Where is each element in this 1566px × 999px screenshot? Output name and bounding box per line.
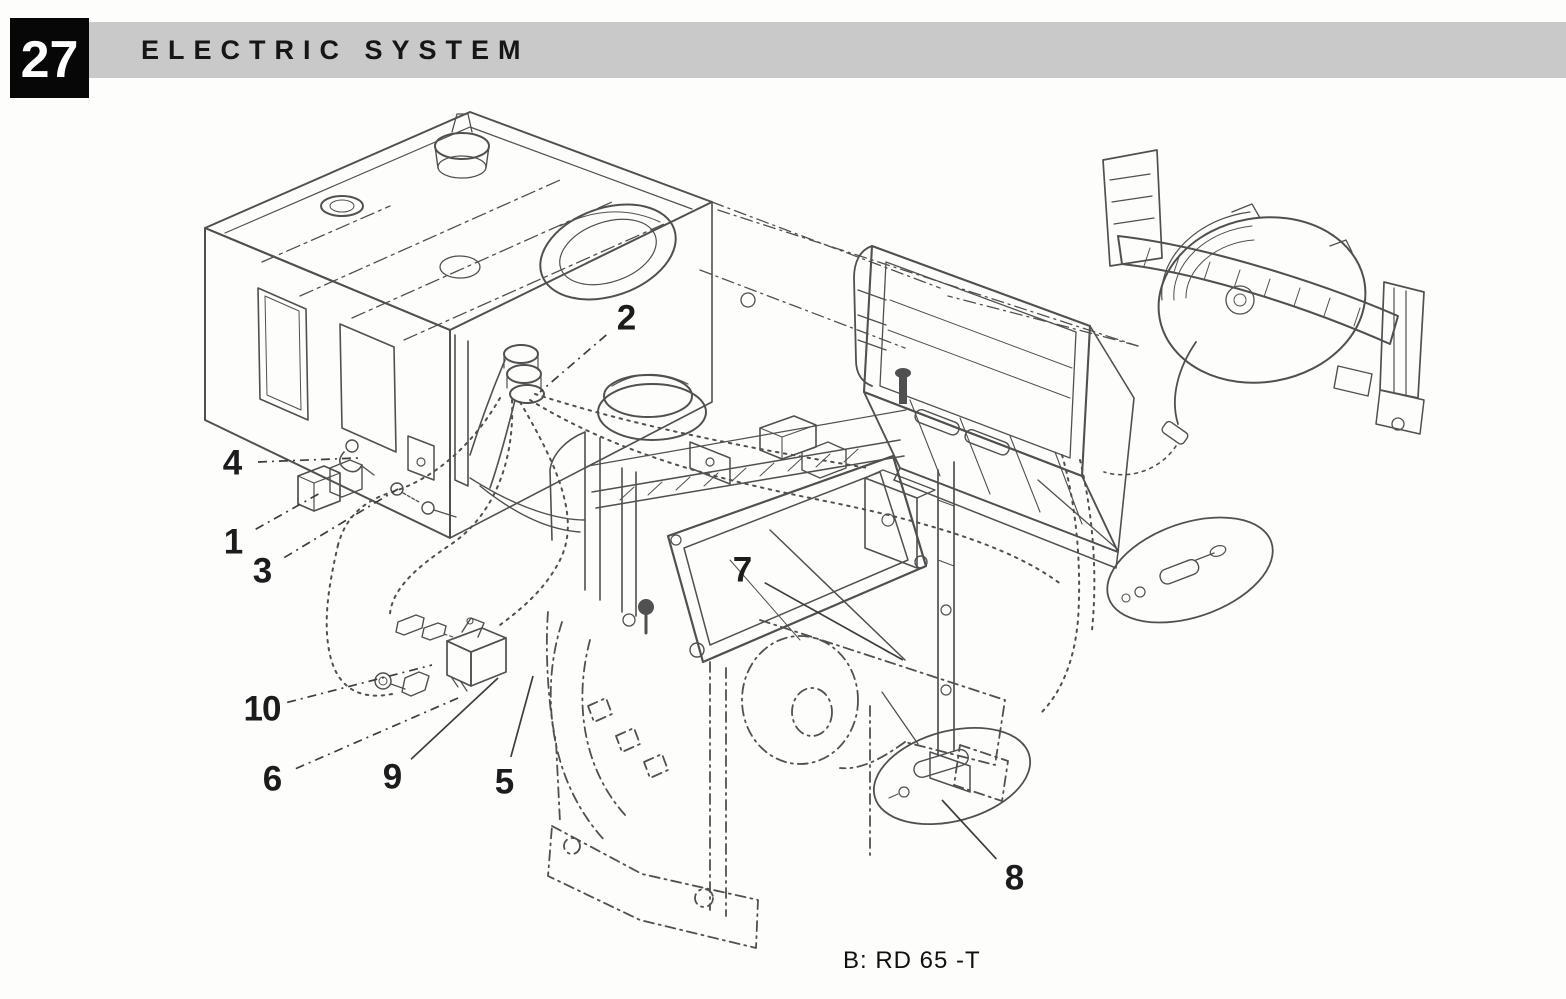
engine-assembly xyxy=(549,368,971,793)
crankcase-phantom xyxy=(545,611,1009,949)
leader-line-4 xyxy=(257,457,359,463)
figure-caption: B: RD 65 -T xyxy=(843,947,981,974)
detail-balloon-upper xyxy=(1106,516,1274,624)
chapter-number: 27 xyxy=(20,31,79,89)
leader-line-8 xyxy=(941,799,997,860)
leader-line-3 xyxy=(283,488,399,559)
section-title: ELECTRIC SYSTEM xyxy=(141,34,530,65)
detail-balloon-lower xyxy=(872,691,1032,826)
switch-and-terminals xyxy=(297,439,507,697)
leader-line-1 xyxy=(255,491,323,531)
leader-line-10 xyxy=(286,664,433,704)
leader-line-5 xyxy=(510,675,534,758)
chapter-number-box: 27 xyxy=(10,18,89,98)
control-panel xyxy=(853,244,1135,569)
leader-line-2 xyxy=(539,334,607,393)
wiring-harness xyxy=(325,393,1096,715)
section-title-bar: ELECTRIC SYSTEM xyxy=(89,22,1566,78)
headlamp-assembly xyxy=(947,149,1425,476)
leader-line-9 xyxy=(410,677,499,760)
leader-line-6 xyxy=(295,697,459,770)
leader-line-7 xyxy=(764,581,904,661)
